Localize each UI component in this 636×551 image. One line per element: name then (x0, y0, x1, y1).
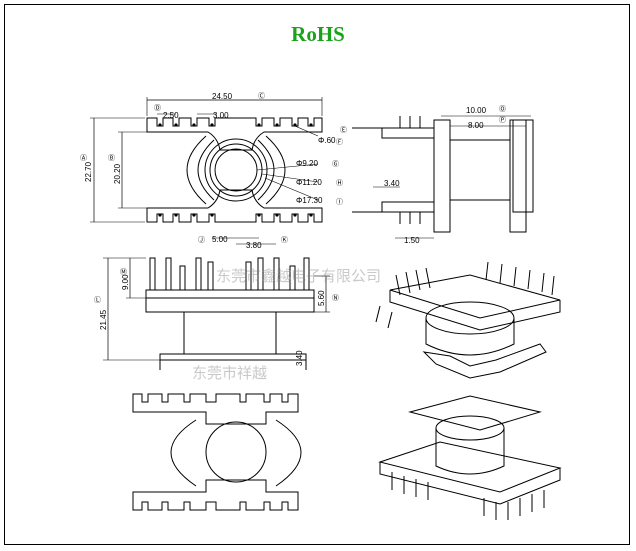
callout-c: Ⓒ (258, 92, 265, 100)
bottom-view-circle (205, 421, 267, 483)
isometric-view-top (375, 261, 561, 379)
watermark-bottom: 东莞市祥越 (192, 365, 267, 382)
dim-inner-depth: 8.00 (468, 121, 484, 130)
dim-right: 5.60 (317, 290, 326, 306)
side-wall-left (433, 119, 451, 233)
bottom-view (132, 393, 302, 511)
front-top-body (145, 289, 315, 313)
callout-j: Ⓙ (198, 236, 205, 244)
bottom-view-upper-bar (132, 393, 299, 425)
dim-bottom-slot: 3.80 (246, 241, 262, 250)
isometric-view-bottom (378, 395, 562, 520)
top-view-pin-holes (158, 123, 313, 217)
side-core (449, 139, 511, 201)
callout-n: Ⓝ (332, 294, 339, 302)
side-bottom-flange (381, 201, 435, 213)
callout-i: Ⓘ (336, 198, 343, 206)
dim-outer-diameter: Φ17.30 (296, 196, 323, 205)
dim-upper: 9.00 (121, 274, 130, 290)
callout-d: Ⓓ (154, 104, 161, 112)
dim-slot: 3.00 (213, 111, 229, 120)
side-top-flange (381, 127, 435, 139)
dim-pin-diameter: Φ.60 (318, 136, 336, 145)
callout-o: Ⓞ (499, 105, 506, 113)
callout-a: Ⓐ (80, 154, 87, 162)
top-view-upper-bar (146, 117, 323, 151)
watermark-top: 东莞市鑫越电子有限公司 (216, 267, 381, 285)
callout-b: Ⓑ (108, 154, 115, 162)
dim-tab: 3.40 (384, 179, 400, 188)
dim-inner-diameter: Φ9.20 (296, 159, 319, 168)
side-view (352, 115, 534, 239)
iso2-top-plate (408, 395, 542, 431)
callout-l: Ⓛ (94, 296, 101, 304)
dim-bottom: 3.40 (295, 350, 304, 366)
top-view-inner-circle (214, 148, 258, 192)
iso1-ring (425, 301, 515, 335)
side-right-tab (512, 119, 534, 213)
dim-height-inner: 20.20 (113, 163, 122, 184)
top-view-outer-circle (204, 138, 268, 202)
callout-e: Ⓔ (340, 126, 347, 134)
iso1-base (389, 274, 561, 319)
dim-bottom-pitch: 5.00 (212, 235, 228, 244)
callout-p: Ⓟ (499, 116, 506, 124)
dim-height-outer: 22.70 (84, 161, 93, 182)
top-view-left-arc (186, 135, 207, 205)
top-view-mid-circle (209, 143, 263, 197)
bottom-view-lower-bar (132, 479, 299, 511)
callout-g: Ⓖ (332, 160, 339, 168)
dim-width: 24.50 (212, 92, 233, 101)
iso1-pins (375, 261, 555, 329)
front-view (103, 257, 330, 370)
top-view-lower-bar (146, 189, 323, 223)
dim-total-height: 21.45 (99, 309, 108, 330)
callout-k: Ⓚ (281, 236, 288, 244)
front-pins (149, 257, 310, 291)
iso2-pins (391, 472, 545, 520)
callout-h: Ⓗ (336, 179, 343, 187)
dim-depth: 10.00 (466, 106, 487, 115)
dim-base: 1.50 (404, 236, 420, 245)
rohs-title: RoHS (291, 22, 345, 46)
top-view-right-arc-inner (257, 139, 275, 201)
side-wall-right (509, 119, 527, 233)
top-view-right-arc (265, 135, 286, 205)
iso2-base (378, 441, 562, 493)
top-view (90, 97, 323, 245)
callout-m: Ⓜ (120, 268, 127, 276)
callout-f: Ⓕ (336, 138, 343, 146)
dim-pin-pitch: 2.50 (163, 111, 179, 120)
front-core (183, 311, 277, 355)
dim-mid-diameter: Φ11.20 (296, 178, 322, 187)
front-base (159, 353, 307, 361)
top-view-left-arc-inner (197, 139, 215, 201)
